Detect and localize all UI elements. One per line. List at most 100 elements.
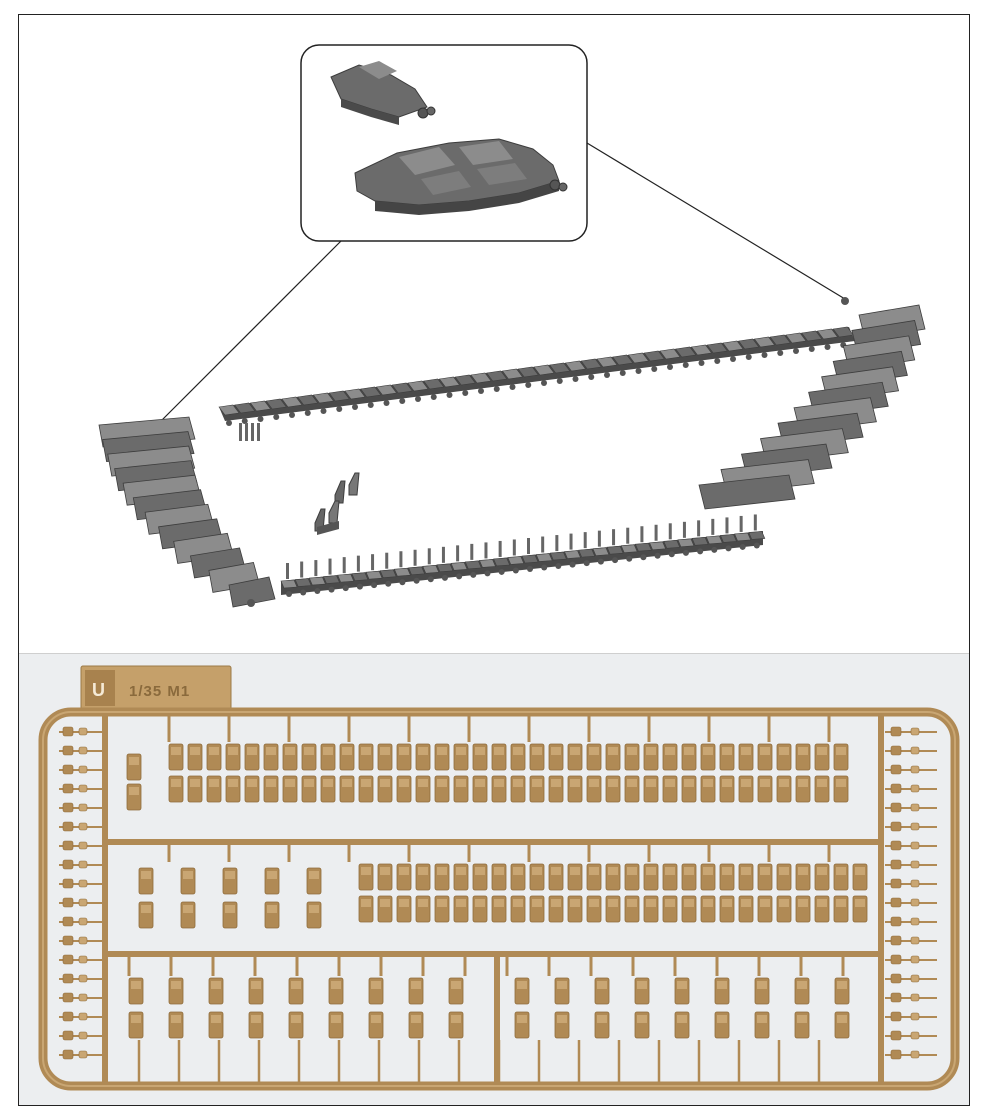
end-connector <box>910 1031 920 1040</box>
track-pin <box>367 402 374 408</box>
end-connector <box>890 745 902 756</box>
end-connector <box>890 973 902 984</box>
link-face <box>285 779 295 787</box>
end-connector <box>890 992 902 1003</box>
end-connector <box>78 746 88 755</box>
link-face <box>399 867 409 875</box>
track-link <box>596 356 618 368</box>
end-connector <box>62 821 74 832</box>
end-connector <box>78 1050 88 1059</box>
track-pin <box>555 563 562 570</box>
track-link <box>375 384 398 396</box>
track-pin <box>427 576 434 583</box>
track-pin <box>753 542 760 549</box>
guide-tooth <box>245 423 248 441</box>
track-link <box>691 537 709 546</box>
link-face <box>589 899 599 907</box>
link-face <box>323 779 333 787</box>
track-link <box>722 340 744 352</box>
track-pin <box>527 566 533 572</box>
link-face <box>684 899 694 907</box>
link-face <box>371 981 381 989</box>
track-link <box>249 400 272 412</box>
link-face <box>251 981 261 989</box>
link-face <box>342 747 352 755</box>
guide-tooth <box>668 523 672 540</box>
link-face <box>646 899 656 907</box>
link-face <box>129 757 139 765</box>
link-face <box>267 871 277 879</box>
guide-tooth <box>512 539 516 556</box>
link-face <box>228 747 238 755</box>
track-pin <box>456 573 463 580</box>
track-link <box>663 539 681 549</box>
end-connector <box>890 897 902 908</box>
left-curved-track-section <box>98 416 276 608</box>
link-face <box>836 867 846 875</box>
guide-tooth <box>286 563 289 579</box>
track-pin <box>541 380 547 386</box>
sprue-tag-letter: U <box>92 680 105 700</box>
link-face <box>597 981 607 989</box>
link-face <box>517 1015 527 1023</box>
end-connector <box>890 916 902 927</box>
link-face <box>456 899 466 907</box>
track-pin <box>668 551 675 558</box>
track-link <box>228 576 276 608</box>
track-pin <box>808 346 815 352</box>
track-pin <box>541 564 548 571</box>
track-pin <box>352 404 358 410</box>
link-face <box>291 981 301 989</box>
link-face <box>211 981 221 989</box>
guide-tooth <box>711 518 715 535</box>
track-link <box>698 474 796 510</box>
track-pin <box>300 589 307 596</box>
link-face <box>722 747 732 755</box>
track-link <box>690 344 713 356</box>
link-face <box>757 1015 767 1023</box>
end-connector <box>62 1011 74 1022</box>
guide-tooth <box>612 529 616 546</box>
link-face <box>722 899 732 907</box>
guide-tooth <box>427 548 431 565</box>
link-face <box>494 899 504 907</box>
track-link <box>312 392 335 404</box>
link-face <box>251 1015 261 1023</box>
link-face <box>551 779 561 787</box>
track-pin <box>654 552 661 559</box>
track-pin <box>739 543 746 550</box>
link-face <box>361 779 371 787</box>
track-pin <box>509 384 516 390</box>
track-link <box>486 370 508 382</box>
link-face <box>760 899 770 907</box>
link-face <box>855 867 865 875</box>
end-connector <box>890 935 902 946</box>
end-connector <box>62 992 74 1003</box>
guide-tooth <box>342 557 346 574</box>
link-face <box>285 747 295 755</box>
link-face <box>665 899 675 907</box>
link-face <box>475 899 485 907</box>
link-face <box>703 747 713 755</box>
guide-tooth <box>753 514 757 531</box>
link-face <box>717 981 727 989</box>
detail-link-pair <box>354 138 568 215</box>
link-face <box>141 871 151 879</box>
guide-tooth <box>583 532 587 549</box>
link-face <box>494 747 504 755</box>
end-connector <box>890 1030 902 1041</box>
link-face <box>532 779 542 787</box>
guide-tooth <box>654 524 658 541</box>
track-link <box>521 554 539 564</box>
track-link <box>281 396 303 408</box>
track-link <box>422 564 440 574</box>
track-link <box>479 559 496 568</box>
link-face <box>797 1015 807 1023</box>
link-face <box>779 747 789 755</box>
track-link <box>738 338 760 350</box>
track-pin <box>498 568 505 575</box>
link-face <box>684 747 694 755</box>
track-link <box>344 388 366 400</box>
track-link <box>297 394 319 406</box>
end-connector <box>62 897 74 908</box>
